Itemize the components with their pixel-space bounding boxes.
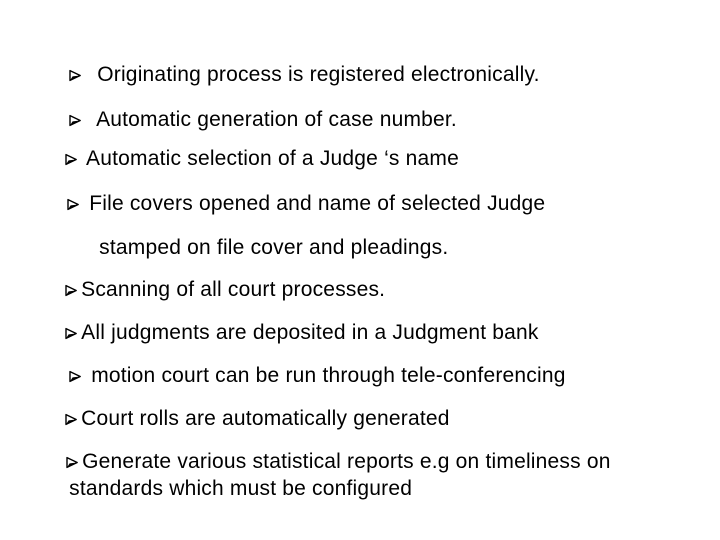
line-text: motion court can be run through tele-con… (91, 364, 566, 387)
arrow-bullet-icon (65, 153, 78, 166)
line-text: Automatic generation of case number. (96, 108, 457, 131)
bullet-line: motion court can be run through tele-con… (44, 338, 566, 413)
line-text: All judgments are deposited in a Judgmen… (81, 321, 539, 344)
arrow-bullet-icon (66, 456, 79, 469)
arrow-bullet-icon (69, 69, 82, 82)
bullet-line: Generate various statistical reports e.g… (41, 424, 611, 499)
line-text: File covers opened and name of selected … (89, 192, 546, 215)
bullet-line: File covers opened and name of selected … (42, 166, 545, 241)
line-text: Scanning of all court processes. (81, 278, 386, 301)
line-text: standards which must be configured (69, 477, 413, 500)
arrow-bullet-icon (65, 284, 78, 297)
arrow-bullet-icon (69, 370, 82, 383)
line-text: stamped on file cover and pleadings. (99, 236, 449, 259)
wrapped-line: stamped on file cover and pleadings. (75, 210, 448, 285)
line-text: Court rolls are automatically generated (81, 407, 450, 430)
bullet-line: Scanning of all court processes. (40, 252, 385, 327)
line-text: Automatic selection of a Judge ‘s name (86, 147, 459, 170)
arrow-bullet-icon (69, 114, 82, 127)
arrow-bullet-icon (65, 413, 78, 426)
bullet-line: Court rolls are automatically generated (40, 381, 450, 456)
arrow-bullet-icon (67, 198, 80, 211)
bullet-line: All judgments are deposited in a Judgmen… (40, 295, 539, 370)
line-text: Generate various statistical reports e.g… (82, 450, 611, 473)
bullet-line: Originating process is registered electr… (44, 37, 540, 112)
arrow-bullet-icon (65, 327, 78, 340)
bullet-line: Automatic selection of a Judge ‘s name (40, 121, 459, 196)
wrapped-line: standards which must be configured (45, 451, 412, 526)
bullet-line: Automatic generation of case number. (44, 82, 457, 157)
line-text: Originating process is registered electr… (97, 63, 540, 86)
